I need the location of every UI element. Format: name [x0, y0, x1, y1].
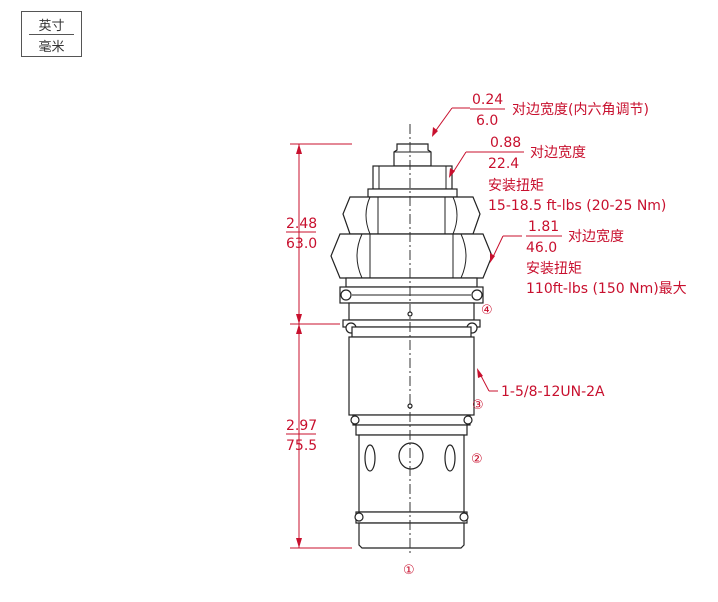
jam-nut-washer — [367, 188, 458, 198]
jam-nut-mm: 22.4 — [488, 156, 519, 172]
body-hex-torque: 110ft-lbs (150 Nm)最大 — [526, 281, 687, 297]
jam-nut — [372, 165, 453, 190]
side-port-left — [364, 444, 376, 472]
unit-legend: 英寸 毫米 — [21, 11, 82, 57]
port-label-2: ② — [471, 452, 483, 467]
body-hex-torque-title: 安装扭矩 — [526, 261, 582, 277]
port-label-1: ① — [403, 563, 415, 578]
jam-nut-label: 对边宽度 — [530, 144, 586, 161]
side-port-right — [444, 444, 456, 472]
cartridge-body — [330, 143, 493, 549]
thread-section — [348, 336, 475, 416]
upper-hex — [342, 196, 481, 235]
dim-upper-in: 2.48 — [286, 216, 317, 232]
thread-spec: 1-5/8-12UN-2A — [501, 384, 605, 400]
dimension-lines — [286, 143, 352, 549]
dim-lower-mm: 75.5 — [286, 438, 317, 454]
callout-leaders — [432, 107, 562, 392]
jam-nut-in: 0.88 — [490, 135, 521, 151]
port-label-3: ③ — [472, 398, 484, 413]
body-hex-in: 1.81 — [528, 219, 559, 235]
hex-socket-mm: 6.0 — [476, 113, 498, 129]
hex-socket-label: 对边宽度(内六角调节) — [512, 101, 649, 118]
dim-upper-mm: 63.0 — [286, 236, 317, 252]
jam-nut-torque: 15-18.5 ft-lbs (20-25 Nm) — [488, 198, 666, 214]
port-label-4: ④ — [481, 303, 493, 318]
jam-nut-torque-title: 安装扭矩 — [488, 178, 544, 194]
hex-socket-in: 0.24 — [472, 92, 503, 108]
unit-imperial: 英寸 — [38, 19, 65, 34]
dim-lower-in: 2.97 — [286, 418, 317, 434]
body-hex-mm: 46.0 — [526, 240, 557, 256]
unit-metric: 毫米 — [38, 40, 65, 55]
body-hex-label: 对边宽度 — [568, 228, 624, 245]
unit-divider — [29, 34, 74, 35]
side-port-center — [398, 442, 424, 470]
lower-hex — [330, 233, 493, 279]
adjust-stem — [393, 143, 432, 167]
tip — [358, 522, 465, 549]
